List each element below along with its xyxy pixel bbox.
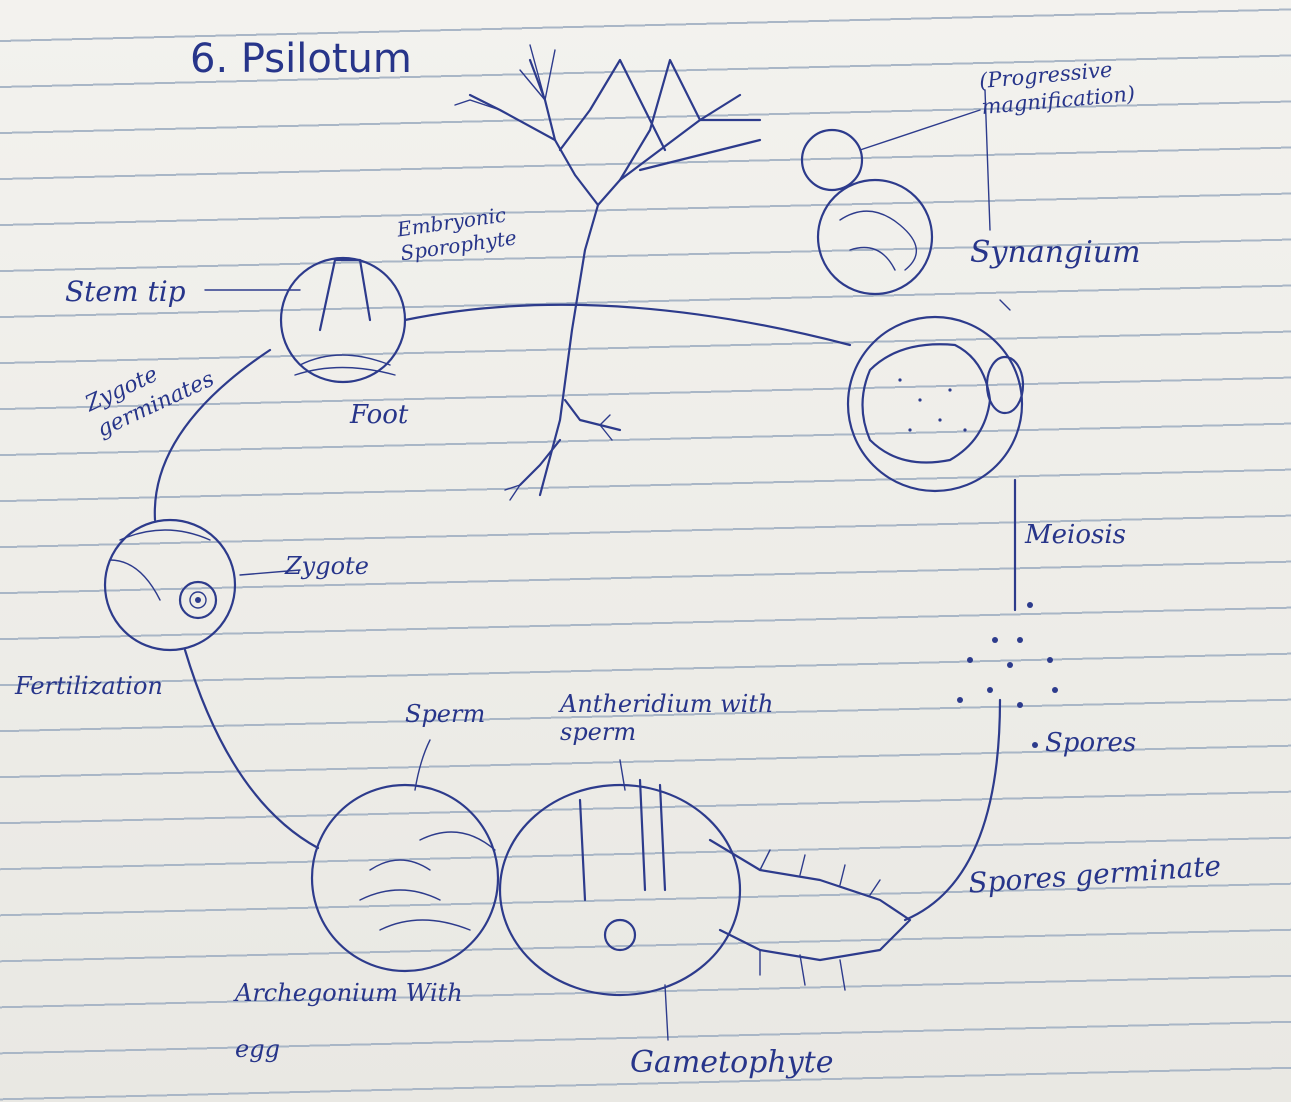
label-sperm: Sperm <box>405 700 485 728</box>
label-fertilization: Fertilization <box>15 672 163 700</box>
label-meiosis: Meiosis <box>1025 520 1126 550</box>
synangium-circle <box>848 317 1022 491</box>
zygote-circle <box>105 520 235 650</box>
label-stem-tip: Stem tip <box>65 275 186 308</box>
synangium-speckles <box>898 378 966 431</box>
archegonium-circle <box>312 785 498 971</box>
gametophyte-drawing <box>500 780 910 1040</box>
label-spores: Spores <box>1045 728 1136 758</box>
label-archegonium-with-egg: Archegonium With egg <box>235 965 475 1077</box>
label-antheridium-with-sperm: Antheridium with sperm <box>560 690 780 746</box>
label-synangium: Synangium <box>970 235 1141 270</box>
magnified-circle-medium <box>818 180 932 294</box>
arrow-to-synangium <box>405 305 850 345</box>
diagram-title: 6. Psilotum <box>190 36 412 82</box>
label-gametophyte: Gametophyte <box>630 1045 833 1080</box>
sporophyte-plant <box>455 45 760 500</box>
spores-cluster <box>957 602 1058 748</box>
magnified-circle-small <box>802 130 862 190</box>
label-zygote: Zygote <box>285 552 369 580</box>
label-foot: Foot <box>350 400 408 430</box>
arrow-fertilization <box>185 650 318 848</box>
